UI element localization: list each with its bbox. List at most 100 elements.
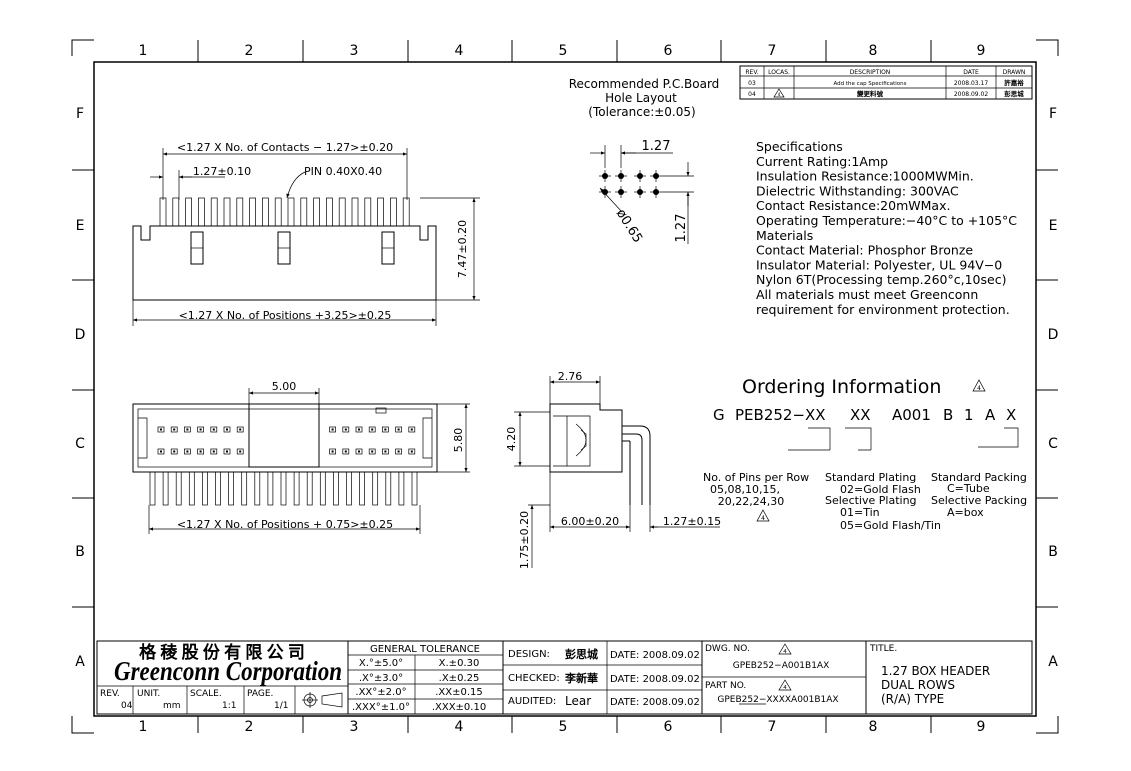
code-part-7: A <box>985 406 996 424</box>
top-dim-width: 5.00 <box>272 380 297 393</box>
front-pin <box>364 197 372 227</box>
top-pad-hole <box>212 450 215 453</box>
spec-line: Materials <box>756 228 813 243</box>
inner-border <box>93 61 1037 717</box>
part-value: GPEB252−XXXXA001B1AX <box>717 695 838 705</box>
company-name-cn: 格 稜 股 份 有 限 公 司 <box>139 642 305 662</box>
top-pad <box>170 448 178 455</box>
top-pad-hole <box>384 428 387 431</box>
top-pin <box>149 471 156 506</box>
top-pad <box>197 426 204 433</box>
rev-header-description: DESCRIPTION <box>850 69 891 76</box>
front-pin <box>274 197 282 227</box>
unit-label: UNIT. <box>137 689 160 699</box>
front-pin <box>402 197 410 227</box>
part-label: PART NO. <box>705 681 746 691</box>
top-pin <box>188 471 195 506</box>
code-part-5: B <box>943 406 953 424</box>
part-rev-triangle-icon <box>778 679 792 691</box>
sel-packing-label: Selective Packing <box>931 494 1027 507</box>
projection-symbol-icon <box>302 692 343 708</box>
top-pin <box>293 471 300 506</box>
pcb-hole-layout: 1.27 1.27 ø0.65 <box>590 139 694 246</box>
column-label: 2 <box>245 43 254 59</box>
top-pad-hole <box>397 450 400 453</box>
front-pin-note: PIN 0.40X0.40 <box>304 165 382 178</box>
rev-row1-description: Add the cap Specifications <box>834 81 907 87</box>
company-name-en: Greenconn Corporation <box>114 656 342 686</box>
std-plating-label: Standard Plating <box>825 471 916 484</box>
rev-header-rev: REV. <box>745 69 758 76</box>
spec-line: Current Rating:1Amp <box>756 154 888 169</box>
column-label: 4 <box>455 43 464 59</box>
ordering-information: Ordering Information 4 G PEB252−XX XX A0… <box>703 376 1027 532</box>
tol-angle-1: X.°±5.0° <box>359 658 403 669</box>
top-pad <box>368 426 376 433</box>
row-label: D <box>1048 327 1059 343</box>
pins-values-1: 05,08,10,15, <box>710 483 780 496</box>
top-pin <box>267 471 274 506</box>
top-pad-hole <box>397 428 400 431</box>
column-label: 7 <box>768 43 777 59</box>
column-label: 7 <box>768 719 777 735</box>
title-line-1: 1.27 BOX HEADER <box>881 664 990 678</box>
side-dim-height: 4.20 <box>505 427 518 452</box>
top-pad <box>210 448 218 455</box>
ordering-rev-triangle-icon <box>972 379 986 392</box>
column-label: 5 <box>559 719 568 735</box>
rev-row2-description: 變更料號 <box>856 89 884 98</box>
pins-rev-mark: 4 <box>761 515 765 522</box>
front-pin <box>159 197 167 227</box>
top-pin <box>398 471 405 506</box>
code-part-8: X <box>1006 406 1016 424</box>
top-pins <box>149 471 418 506</box>
sel-plating-label: Selective Plating <box>825 494 917 507</box>
sel-plating-value-2: 05=Gold Flash/Tin <box>840 519 941 532</box>
rev-header-date: DATE <box>963 69 979 76</box>
top-pin <box>346 471 352 506</box>
side-dim-top: 2.76 <box>558 370 583 383</box>
pcb-holes <box>599 170 662 198</box>
front-pin <box>210 197 218 227</box>
sel-plating-value-1: 01=Tin <box>840 506 880 519</box>
pcb-pitch-v: 1.27 <box>674 214 689 243</box>
top-pin <box>280 471 287 506</box>
design-name: 彭思城 <box>565 647 598 661</box>
dwg-value: GPEB252−A001B1AX <box>733 661 830 671</box>
top-pad-hole <box>371 450 374 453</box>
top-pad-hole <box>226 450 228 453</box>
top-pad-hole <box>186 450 189 453</box>
top-pad <box>184 448 191 455</box>
top-pad-hole <box>226 428 228 431</box>
top-pin <box>162 471 169 506</box>
top-pad <box>355 426 363 433</box>
rev-row1-drawn: 許嘉裕 <box>1004 78 1024 87</box>
row-label: B <box>75 544 85 560</box>
pcb-layout-title: Recommended P.C.Board Hole Layout (Toler… <box>569 77 720 119</box>
column-label: 1 <box>139 719 148 735</box>
tol-angle-2: .X°±3.0° <box>359 673 403 684</box>
title-line-3: (R/A) TYPE <box>881 692 944 706</box>
spec-line: Dielectric Withstanding: 300VAC <box>756 183 959 198</box>
top-view: 5.00 5.80 <1.27 X No. of Positions + 0.7… <box>132 380 470 534</box>
top-pad <box>395 448 402 455</box>
pins-label: No. of Pins per Row <box>703 471 809 484</box>
rev-row2-rev: 04 <box>748 91 756 98</box>
top-pad-hole <box>173 450 176 453</box>
top-pad <box>382 426 389 433</box>
rev-row1-date: 2008.03.17 <box>954 80 989 87</box>
column-label: 8 <box>869 43 878 59</box>
column-zones <box>197 40 932 733</box>
top-pad <box>157 448 165 455</box>
front-pin <box>172 197 180 227</box>
top-pad-hole <box>384 450 387 453</box>
front-pin <box>351 197 359 227</box>
row-label: C <box>75 436 85 452</box>
column-label: 3 <box>350 719 359 735</box>
column-label: 8 <box>869 719 878 735</box>
pins-rev-triangle-icon <box>756 509 770 522</box>
ordering-title: Ordering Information <box>742 376 941 398</box>
